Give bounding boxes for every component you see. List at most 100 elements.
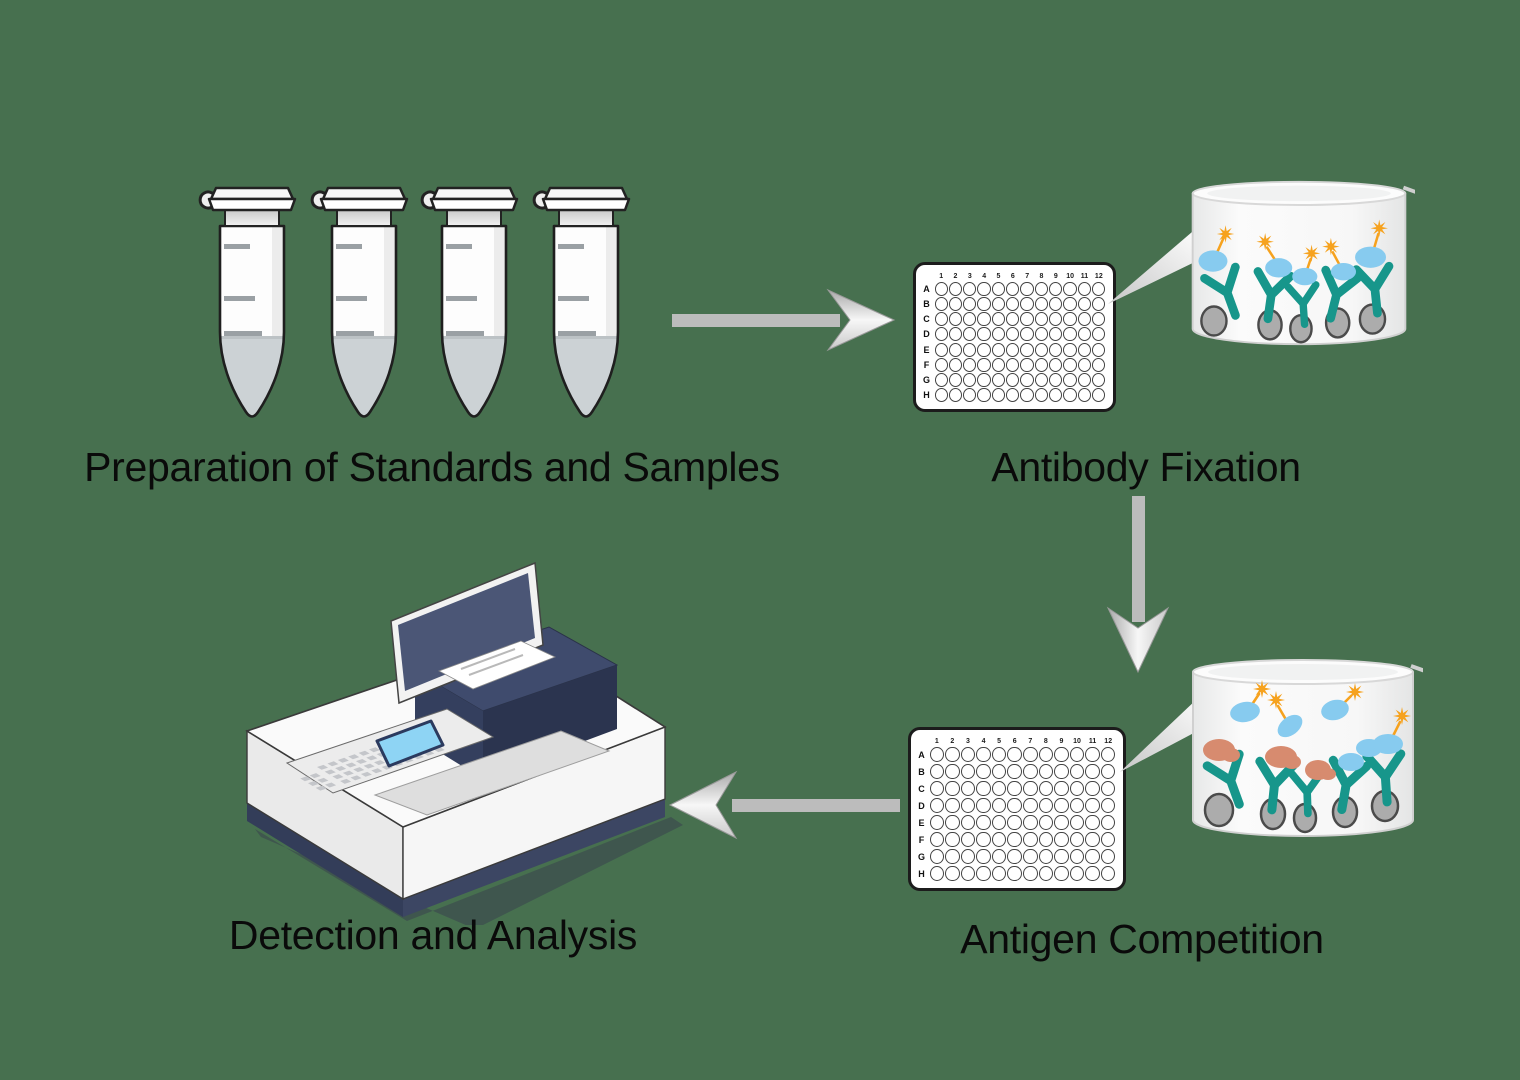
plate-well [1020, 373, 1034, 388]
plate-well [991, 831, 1007, 848]
plate-well-cell [1006, 342, 1020, 357]
plate-well [1034, 373, 1049, 388]
plate-well-cell [1092, 373, 1106, 388]
plate-well [934, 327, 948, 342]
plate-well-cell [1054, 763, 1070, 780]
callout-wedge-icon [1120, 698, 1207, 772]
plate-well [1063, 357, 1077, 372]
plate-well [1038, 848, 1054, 865]
plate-well [991, 780, 1007, 797]
plate-well [934, 296, 948, 311]
plate-well [1054, 865, 1069, 882]
plate-row-label: E [918, 817, 925, 828]
antibody-icon [1284, 281, 1320, 329]
plate-well [945, 797, 960, 814]
plate-well [945, 848, 960, 865]
plate-well-cell [1085, 797, 1101, 814]
plate-well-cell [1100, 865, 1116, 882]
plate-well [934, 357, 948, 372]
plate-well [1069, 848, 1085, 865]
plate-well [1034, 312, 1049, 327]
reader-key [358, 750, 370, 756]
arrow-right-icon [672, 288, 896, 352]
plate-well [977, 342, 991, 357]
plate-well [1020, 281, 1034, 296]
plate-well [1023, 831, 1038, 848]
plate-well-cell [1034, 388, 1049, 403]
plate-well-cell [960, 831, 976, 848]
plate-well-cell [1085, 831, 1101, 848]
plate-well [960, 814, 976, 831]
surface-bead-icon [1203, 792, 1235, 828]
plate-well [934, 373, 948, 388]
plate-col-label: 3 [965, 738, 970, 745]
plate-well [934, 388, 948, 403]
plate-col-label: 1 [939, 273, 944, 280]
plate-well [945, 746, 960, 763]
plate-well [1063, 281, 1077, 296]
plate-well-cell [1054, 865, 1070, 882]
plate-well [1034, 357, 1049, 372]
antigen-icon [1230, 701, 1260, 723]
plate-well-cell [1100, 814, 1116, 831]
plate-well [991, 327, 1006, 342]
plate-well-cell [976, 848, 992, 865]
plate-well-cell [1063, 388, 1077, 403]
plate-well-cell [929, 848, 945, 865]
antigen-icon [1277, 714, 1303, 738]
plate-well [1049, 296, 1063, 311]
plate-well [1100, 797, 1116, 814]
plate-well-cell [963, 342, 977, 357]
plate-well [960, 746, 976, 763]
plate-reader-icon [245, 561, 683, 925]
plate-well-cell [1038, 848, 1054, 865]
plate-row-label: E [923, 344, 930, 355]
plate-well [1085, 763, 1100, 780]
plate-well [1077, 357, 1092, 372]
plate-well-cell [1007, 780, 1023, 797]
competing-antigen-icon [1265, 746, 1301, 769]
plate-well-cell [977, 357, 991, 372]
plate-well-cell [1054, 746, 1070, 763]
plate-well [1007, 848, 1022, 865]
plate-well-cell [991, 312, 1006, 327]
plate-row-label: B [923, 298, 930, 309]
plate-well-cell [991, 296, 1006, 311]
plate-col-label: 3 [967, 273, 972, 280]
plate-well [991, 281, 1006, 296]
plate-well-cell [976, 831, 992, 848]
arrow-down-icon [1106, 496, 1170, 674]
antigen-icon [1330, 263, 1357, 281]
reader-key [368, 747, 381, 753]
plate-well-cell [991, 746, 1007, 763]
plate-well [1077, 388, 1092, 403]
plate-col-label: 8 [1039, 273, 1044, 280]
plate-well [1063, 296, 1077, 311]
plate-well-cell [1020, 312, 1034, 327]
plate-well [1007, 763, 1022, 780]
plate-well [1069, 831, 1085, 848]
plate-well-cell [945, 797, 961, 814]
plate-well-cell [1006, 281, 1020, 296]
plate-well [1077, 373, 1092, 388]
plate-well [934, 342, 948, 357]
plate-col-label: 12 [1094, 273, 1103, 280]
reader-screen [375, 719, 445, 768]
plate-well [1063, 388, 1077, 403]
plate-well [1049, 357, 1063, 372]
plate-well-cell [1038, 746, 1054, 763]
plate-well [1020, 357, 1034, 372]
plate-well [1038, 746, 1054, 763]
antibody-icon [1362, 749, 1406, 807]
plate-well-cell [929, 746, 945, 763]
reader-key [309, 773, 321, 779]
plate-well [1023, 780, 1038, 797]
plate-well [1085, 780, 1100, 797]
plate-well [960, 797, 976, 814]
plate-well-cell [929, 831, 945, 848]
plate-well [1054, 797, 1069, 814]
plate-col-label: 6 [1010, 273, 1015, 280]
enzyme-star-icon [1370, 219, 1388, 237]
plate-well [1092, 373, 1106, 388]
